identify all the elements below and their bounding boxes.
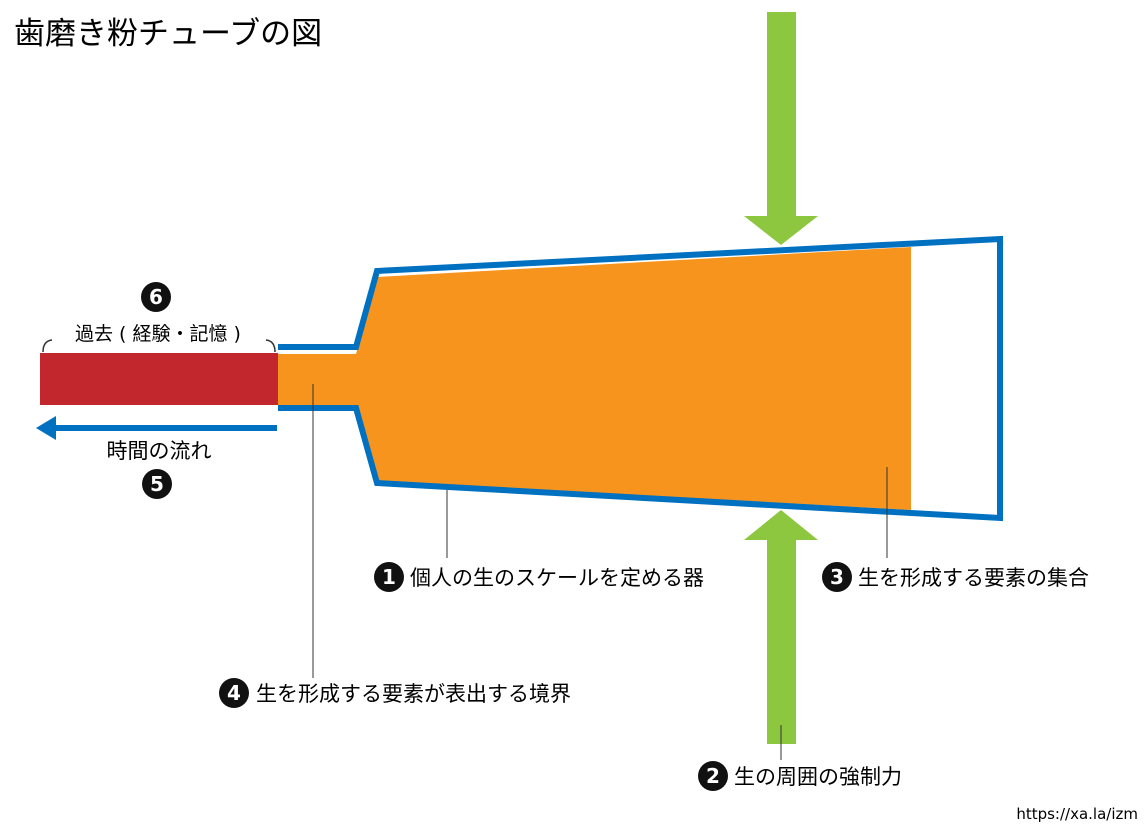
badge-6-number: 6: [149, 285, 163, 309]
pressure-arrow-top-shaft: [767, 12, 796, 217]
badge-1: [374, 562, 404, 592]
past-brace: [42, 339, 276, 353]
container-label: 個人の生のスケールを定める器: [410, 566, 704, 590]
badge-2-number: 2: [706, 764, 720, 788]
badge-1-number: 1: [382, 565, 396, 589]
badge-3: [822, 562, 852, 592]
pressure-label: 生の周囲の強制力: [734, 765, 902, 789]
boundary-label: 生を形成する要素が表出する境界: [256, 682, 571, 706]
paste-fill: [278, 247, 911, 510]
past-label: 過去 ( 経験・記憶 ): [75, 323, 241, 345]
pressure-arrow-bottom-shaft: [767, 539, 796, 744]
badge-5-number: 5: [150, 472, 164, 496]
tube-outline-top: [278, 235, 1003, 522]
badge-3-number: 3: [830, 565, 844, 589]
badge-5: [142, 469, 172, 499]
arrow-left-icon: [36, 416, 56, 440]
arrow-down-icon: [744, 216, 818, 245]
badge-2: [698, 761, 728, 791]
page-title: 歯磨き粉チューブの図: [14, 16, 322, 52]
badge-4-number: 4: [227, 681, 241, 705]
badge-4: [219, 678, 249, 708]
elements-set-label: 生を形成する要素の集合: [858, 566, 1089, 590]
source-url: https://xa.la/izm: [1016, 805, 1138, 823]
time-flow-label: 時間の流れ: [107, 439, 212, 463]
arrow-up-icon: [744, 510, 818, 540]
past-block: [40, 353, 278, 405]
badge-6: [141, 282, 171, 312]
